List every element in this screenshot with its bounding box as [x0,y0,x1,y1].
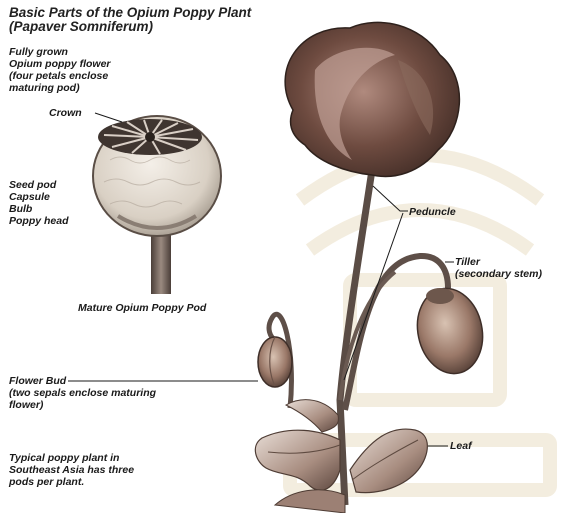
leaf-lower [275,490,345,513]
leaf-left [255,430,340,490]
seed-pod-label: Seed pod Capsule Bulb Poppy head [9,179,69,227]
mature-pod-label: Mature Opium Poppy Pod [78,302,206,314]
leaf-upper [286,400,338,432]
fully-grown-label: Fully grown Opium poppy flower (four pet… [9,46,111,94]
diagram-title-line-1: Basic Parts of the Opium Poppy Plant [9,6,251,20]
peduncle-label: Peduncle [409,206,456,218]
crown-label: Crown [49,107,82,119]
flower-petals [285,22,459,176]
flower-bud-label: Flower Bud (two sepals enclose maturing … [9,375,156,411]
crown-leader [95,113,122,122]
diagram-title: Basic Parts of the Opium Poppy Plant (Pa… [9,6,251,34]
leaf-label: Leaf [450,440,472,452]
mature-pod-drawing [93,116,221,294]
typical-plant-note: Typical poppy plant in Southeast Asia ha… [9,452,134,488]
diagram-title-line-2: (Papaver Somniferum) [9,20,251,34]
flower-bud [258,337,292,387]
tiller-label: Tiller (secondary stem) [455,256,542,280]
